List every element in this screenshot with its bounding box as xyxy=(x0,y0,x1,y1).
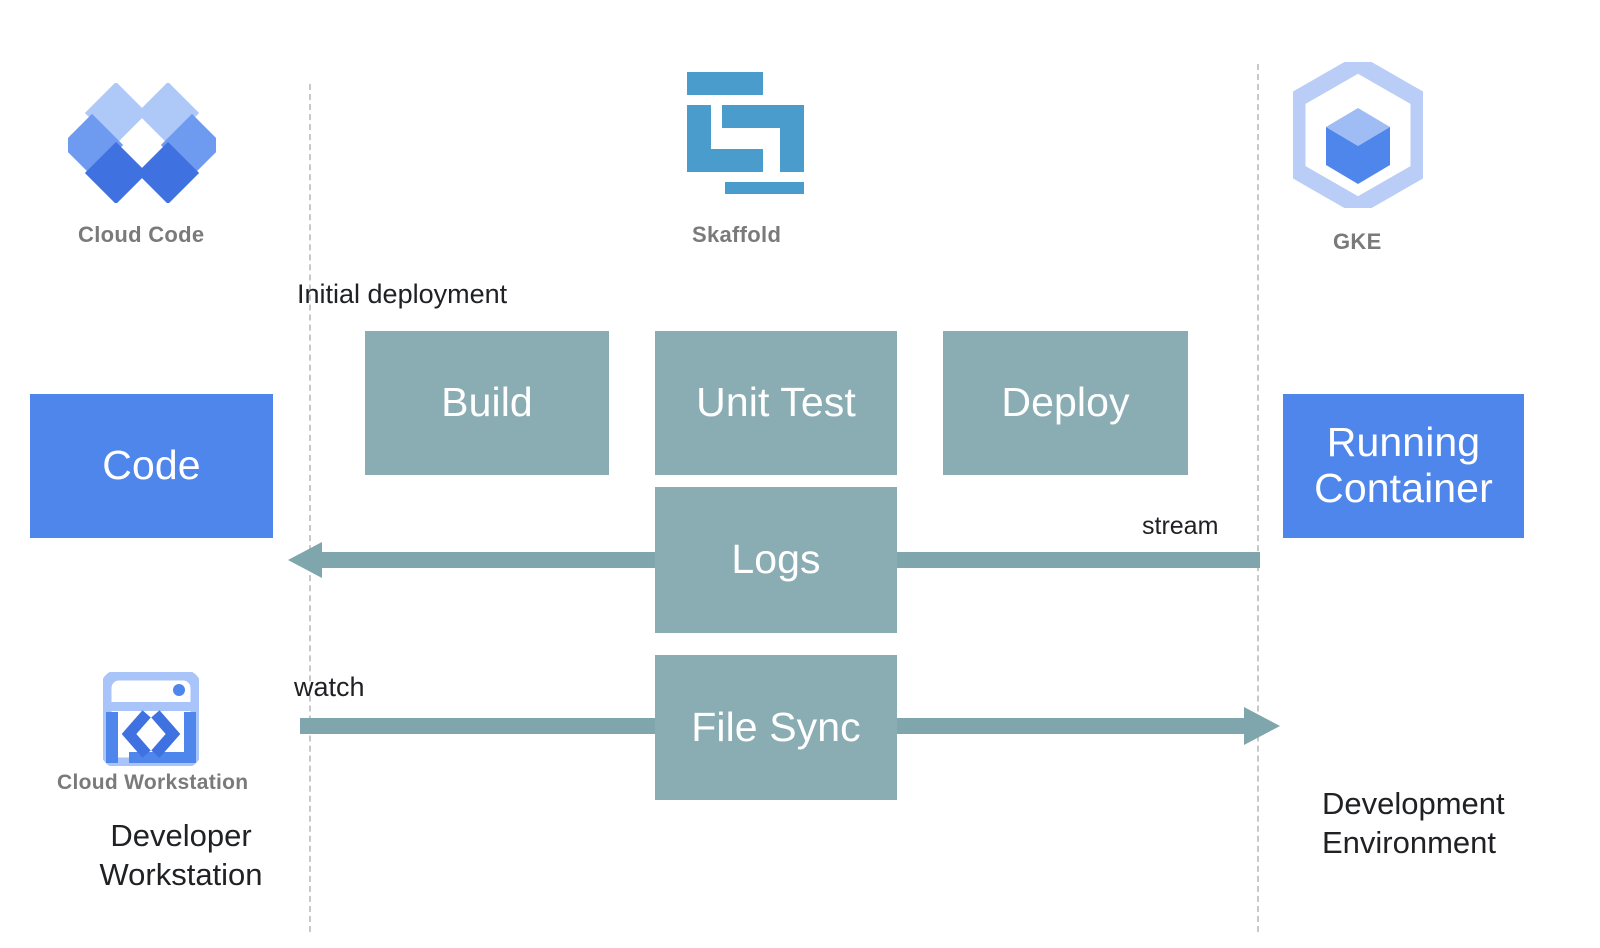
development-environment-caption: Development Environment xyxy=(1322,786,1505,861)
deploy-box[interactable]: Deploy xyxy=(943,331,1188,475)
cloud-code-caption: Cloud Code xyxy=(78,222,205,247)
code-box[interactable]: Code xyxy=(30,394,273,538)
developer-workstation-caption: Developer Workstation xyxy=(99,818,263,893)
skaffold-caption: Skaffold xyxy=(692,222,782,247)
cloud-workstation-icon xyxy=(100,669,202,769)
logs-box[interactable]: Logs xyxy=(655,487,897,633)
cloud-code-icon xyxy=(60,81,224,205)
file-sync-box[interactable]: File Sync xyxy=(655,655,897,800)
unit-test-box[interactable]: Unit Test xyxy=(655,331,897,475)
stream-label: stream xyxy=(1142,512,1219,540)
gke-caption: GKE xyxy=(1333,229,1382,254)
zone-divider-left xyxy=(309,84,311,932)
build-box[interactable]: Build xyxy=(365,331,609,475)
cloud-workstation-caption: Cloud Workstation xyxy=(57,771,249,794)
skaffold-icon xyxy=(684,72,804,205)
zone-divider-right xyxy=(1257,64,1259,932)
gke-icon xyxy=(1288,54,1428,216)
initial-deployment-label: Initial deployment xyxy=(297,279,508,309)
running-container-box[interactable]: Running Container xyxy=(1283,394,1524,538)
watch-label: watch xyxy=(294,672,365,702)
